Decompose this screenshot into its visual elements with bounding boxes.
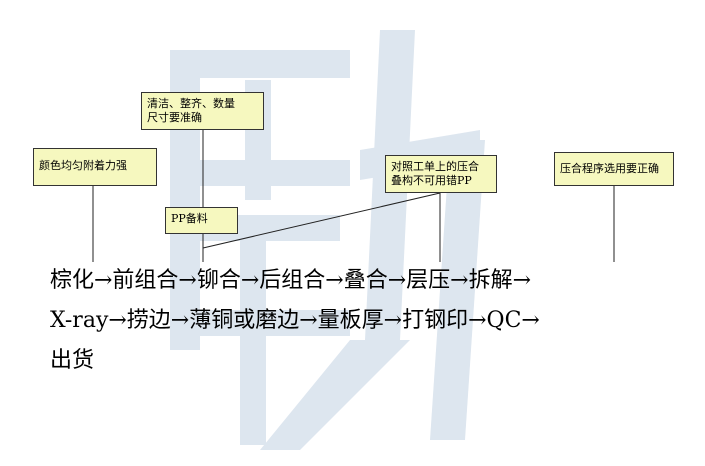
flow-line-2: X-ray→捞边→薄铜或磨边→量板厚→打钢印→QC→ [50, 308, 540, 333]
note-stack: 对照工单上的压合 叠构不可用错PP [385, 155, 497, 193]
note-press-program: 压合程序选用要正确 [554, 152, 674, 186]
note-pp-prep: PP备料 [165, 207, 238, 234]
connector-pp-stack [202, 192, 441, 249]
note-cleaning: 清洁、整齐、数量 尺寸要准确 [141, 92, 264, 130]
flow-line-3: 出货 [50, 348, 95, 373]
flow-line-1: 棕化→前组合→铆合→后组合→叠合→层压→拆解→ [50, 268, 532, 293]
note-color: 颜色均匀附着力强 [33, 148, 157, 186]
